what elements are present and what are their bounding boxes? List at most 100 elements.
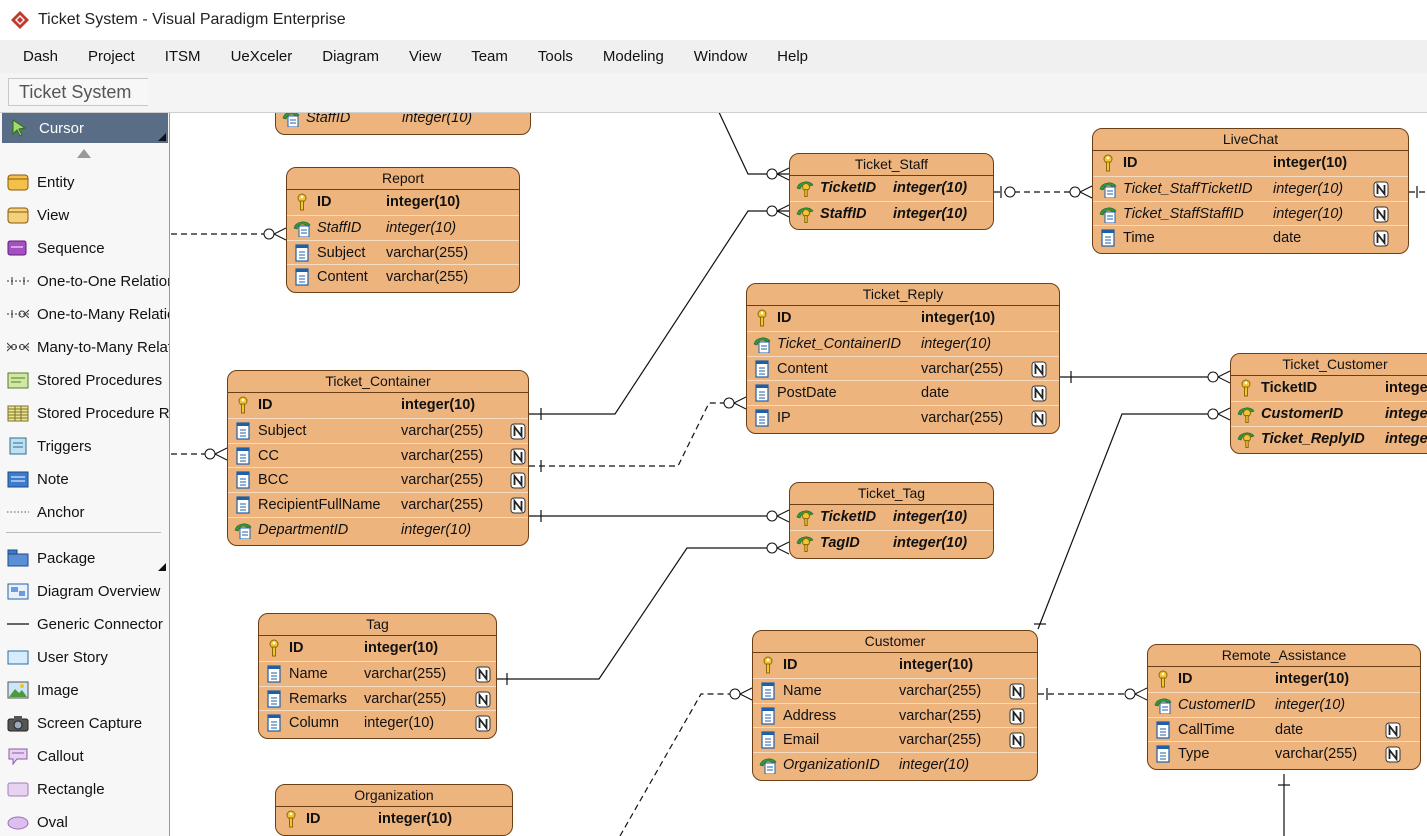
palette-item-triggers[interactable]: Triggers xyxy=(0,431,169,461)
palette-item-view[interactable]: View xyxy=(0,200,169,230)
relationship-ticket-staff-ticket[interactable] xyxy=(717,113,789,175)
nullable-icon xyxy=(1373,206,1389,223)
column-name: ID xyxy=(289,640,304,656)
menu-itsm[interactable]: ITSM xyxy=(164,48,201,65)
palette-item-many-to-many-relationship[interactable]: Many-to-Many Relationship xyxy=(0,332,169,362)
palette-item-cursor[interactable]: Cursor xyxy=(2,113,168,143)
menu-project[interactable]: Project xyxy=(88,48,135,65)
palette-item-package[interactable]: Package xyxy=(0,543,169,573)
palette-item-entity[interactable]: Entity xyxy=(0,167,169,197)
palette-item-note[interactable]: Note xyxy=(0,464,169,494)
relationship-customer-ticketcustomer[interactable] xyxy=(1037,413,1211,630)
menu-modeling[interactable]: Modeling xyxy=(602,48,664,65)
palette-item-sequence[interactable]: Sequence xyxy=(0,233,169,263)
menu-help[interactable]: Help xyxy=(777,48,809,65)
menu-window[interactable]: Window xyxy=(693,48,748,65)
foreign-key-icon xyxy=(1099,182,1117,198)
palette-item-one-to-many-relationship[interactable]: One-to-Many Relationship xyxy=(0,299,169,329)
menu-tools[interactable]: Tools xyxy=(537,48,573,65)
palette-scroll-up-icon[interactable] xyxy=(77,149,91,158)
relationship-organization-customer[interactable] xyxy=(619,693,732,836)
palette-item-user-story[interactable]: User Story xyxy=(0,642,169,672)
menu-team[interactable]: Team xyxy=(471,48,508,65)
relationship-tag-tickettag[interactable] xyxy=(497,547,769,680)
menu-dash[interactable]: Dash xyxy=(23,48,59,65)
relationship-container-reply[interactable] xyxy=(529,402,726,467)
column-name: BCC xyxy=(258,472,289,489)
entity-ticket-customer[interactable]: Ticket_CustomerTicketIDinteger(10)Custom… xyxy=(1230,353,1427,455)
menu-view[interactable]: View xyxy=(408,48,442,65)
menu-diagram[interactable]: Diagram xyxy=(322,48,379,65)
nullable-icon xyxy=(1031,385,1047,402)
palette-item-generic-connector[interactable]: Generic Connector xyxy=(0,609,169,639)
palette-item-stored-procedure-resultset[interactable]: Stored Procedure ResultSet xyxy=(0,398,169,428)
palette-item-image[interactable]: Image xyxy=(0,675,169,705)
palette-item-anchor[interactable]: Anchor xyxy=(0,497,169,527)
palette-item-diagram-overview[interactable]: Diagram Overview xyxy=(0,576,169,606)
palette-item-rectangle[interactable]: Rectangle xyxy=(0,774,169,804)
palette-item-one-to-one-relationship[interactable]: One-to-One Relationship xyxy=(0,266,169,296)
entity-title: Report xyxy=(287,168,519,190)
palette-item-stored-procedures[interactable]: Stored Procedures xyxy=(0,365,169,395)
palette-item-callout[interactable]: Callout xyxy=(0,741,169,771)
palette-item-screen-capture[interactable]: Screen Capture xyxy=(0,708,169,738)
palette-item-oval[interactable]: Oval xyxy=(0,807,169,836)
column-name: OrganizationID xyxy=(783,757,880,774)
menu-uexceler[interactable]: UeXceler xyxy=(230,48,293,65)
breadcrumb-ticket-system[interactable]: Ticket System xyxy=(8,78,148,106)
